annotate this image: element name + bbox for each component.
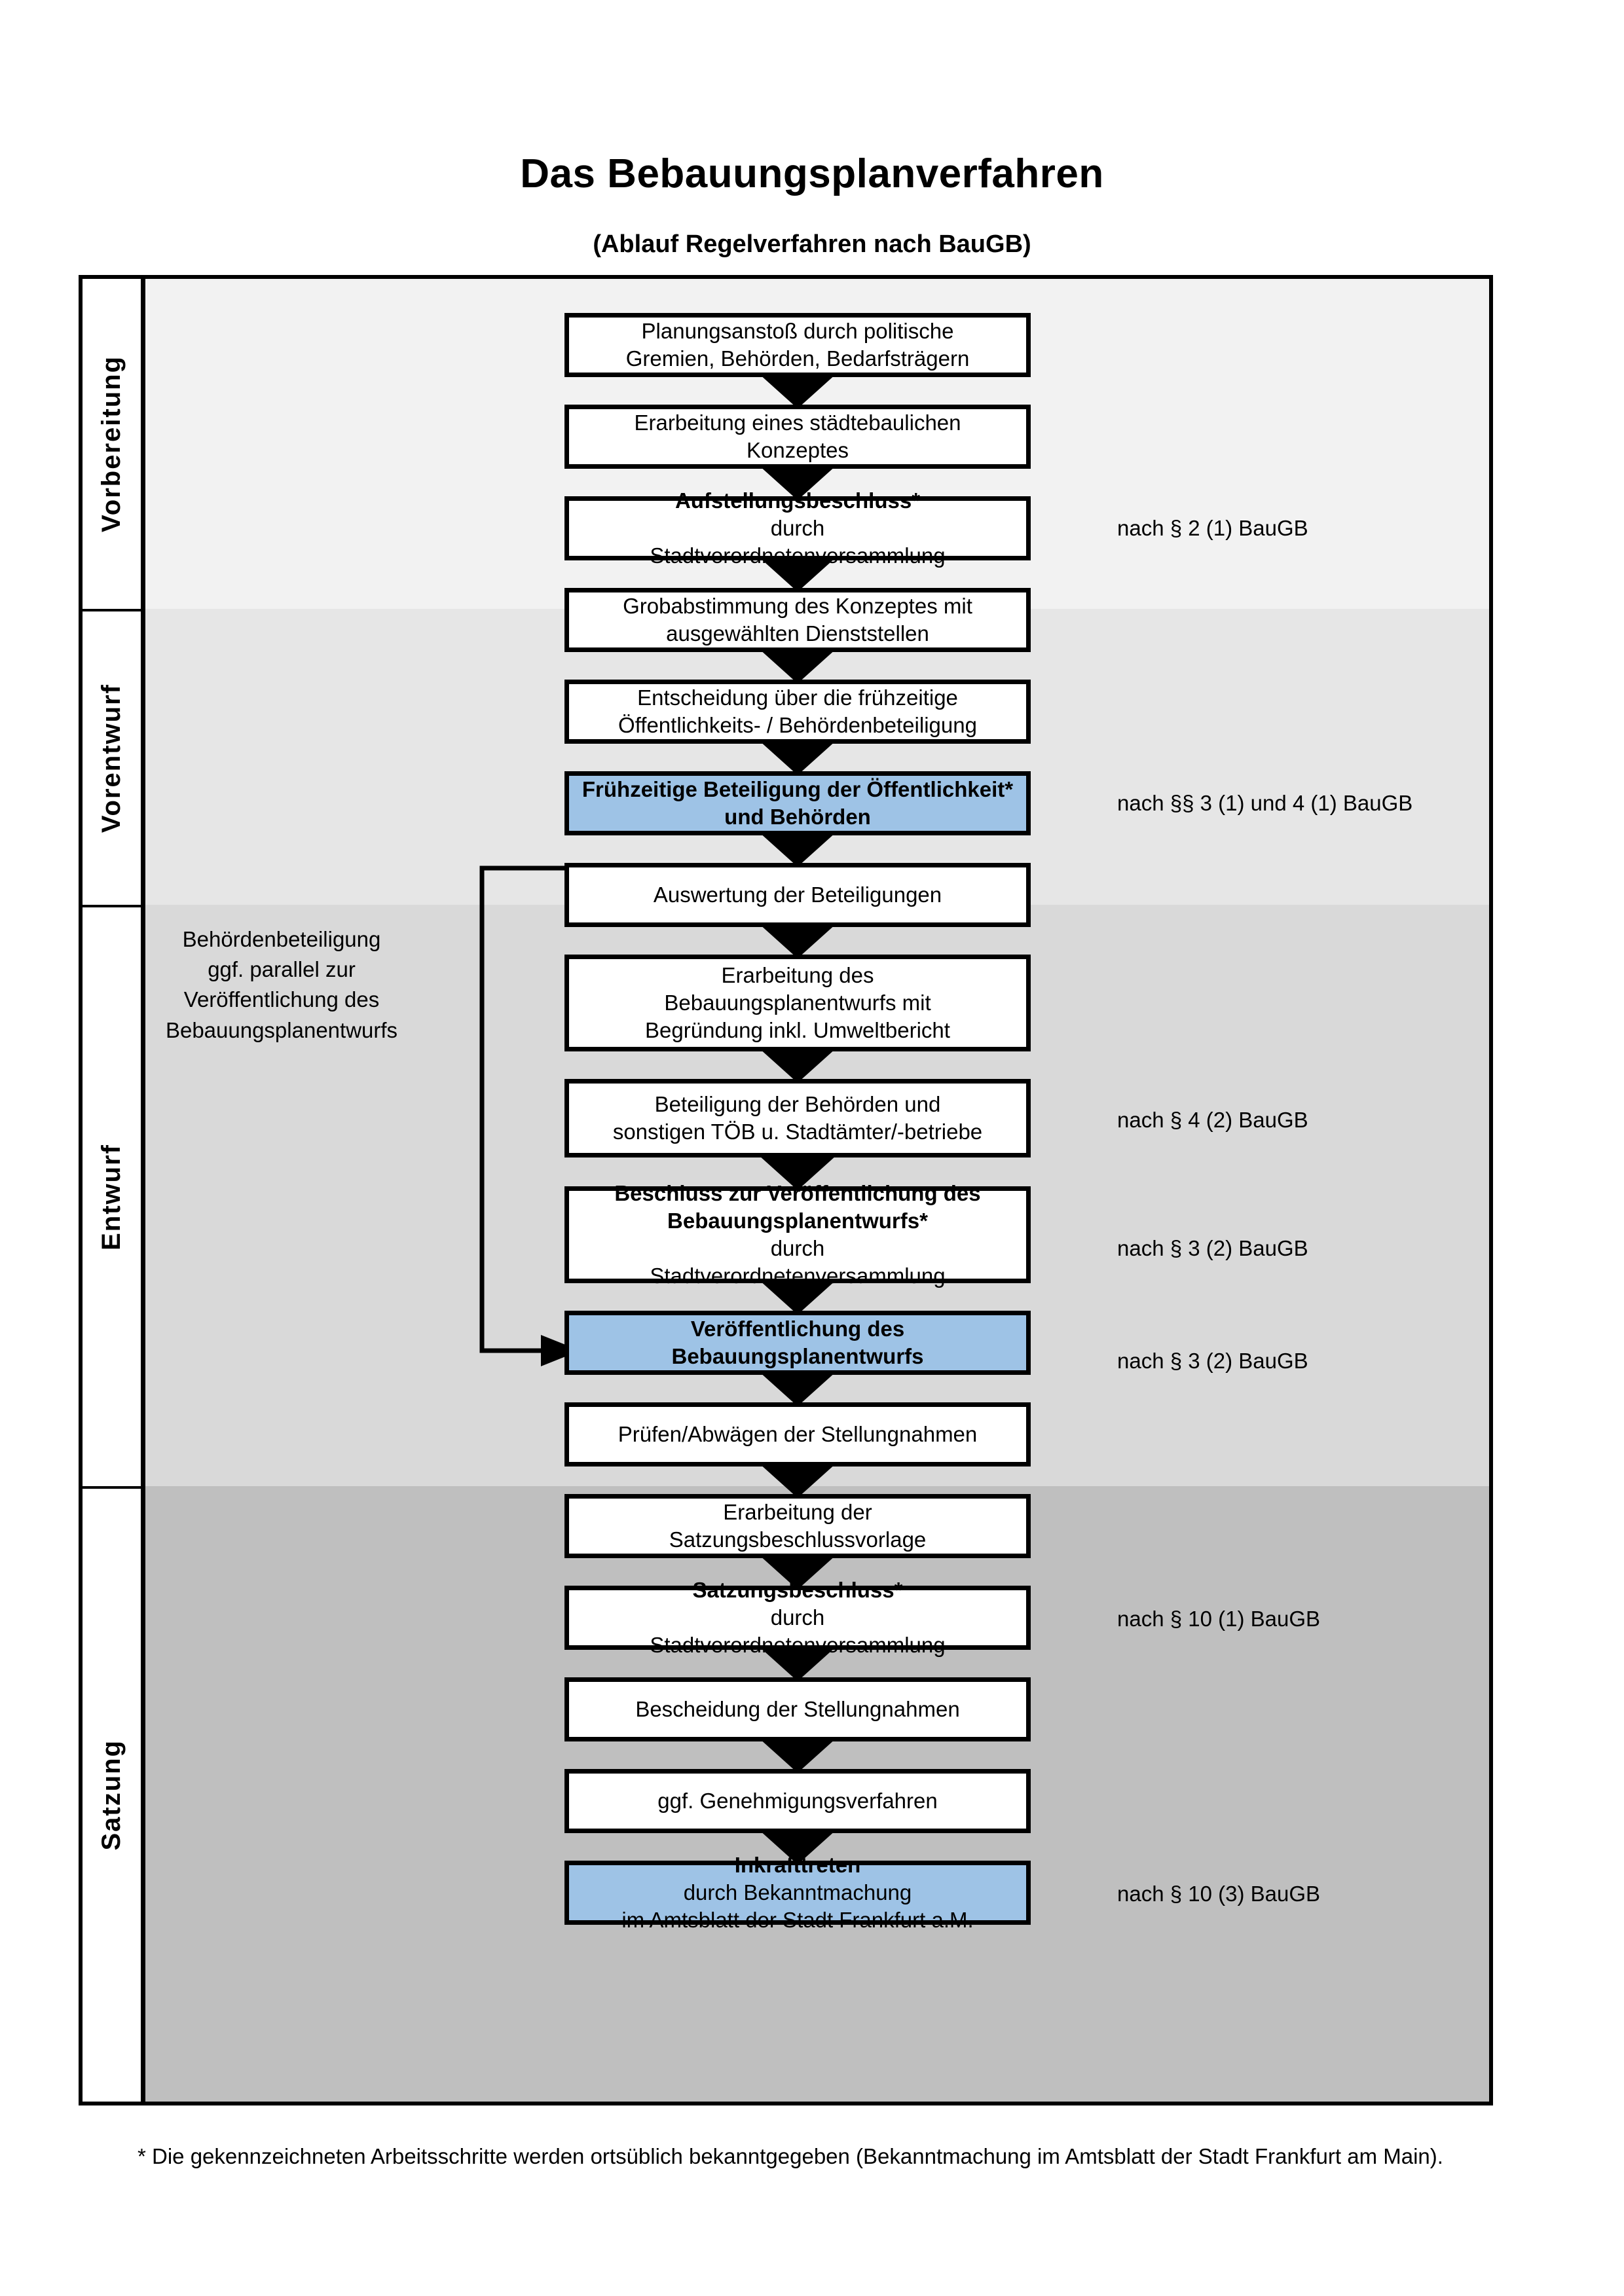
page-title: Das Bebauungsplanverfahren — [520, 151, 1104, 196]
step-line: Erarbeitung der — [723, 1499, 872, 1524]
step-grobabstimmung[interactable]: Grobabstimmung des Konzeptes mit ausgewä… — [564, 588, 1031, 652]
step-line: sonstigen TÖB u. Stadtämter/-betriebe — [612, 1120, 983, 1144]
phase-cell-vorentwurf: Vorentwurf — [83, 609, 141, 905]
step-line: Bebauungsplanentwurfs* durch — [614, 1207, 980, 1262]
step-auswertung-beteiligungen[interactable]: Auswertung der Beteiligungen — [564, 863, 1031, 927]
step-line: Öffentlichkeits- / Behördenbeteiligung — [618, 713, 977, 737]
phase-cell-vorbereitung: Vorbereitung — [83, 279, 141, 609]
step-line: im Amtsblatt der Stadt Frankfurt a.M. — [621, 1908, 974, 1933]
step-line: Satzungsbeschluss* durch — [650, 1576, 945, 1631]
step-line: Begründung inkl. Umweltbericht — [645, 1018, 950, 1043]
step-veroeffentlichung-entwurf[interactable]: Veröffentlichung des Bebauungsplanentwur… — [564, 1311, 1031, 1375]
legal-ref-par3-2-b: nach § 3 (2) BauGB — [1117, 1349, 1308, 1373]
step-beteiligung-behoerden-toeb[interactable]: Beteiligung der Behörden und sonstigen T… — [564, 1079, 1031, 1157]
step-line: ausgewählten Dienststellen — [666, 621, 929, 646]
step-line: Erarbeitung des — [721, 962, 874, 987]
side-note-line: Veröffentlichung des — [183, 987, 380, 1012]
phase-label-column: Vorbereitung Vorentwurf Entwurf Satzung — [83, 279, 145, 2102]
step-line: Bebauungsplanentwurfs mit — [664, 990, 931, 1015]
step-line: Aufstellungsbeschluss* durch — [650, 487, 945, 542]
legal-ref-par10-1: nach § 10 (1) BauGB — [1117, 1607, 1321, 1631]
step-emphasis: Beschluss zur Veröffentlichung des — [614, 1180, 981, 1205]
step-genehmigungsverfahren[interactable]: ggf. Genehmigungsverfahren — [564, 1769, 1031, 1833]
step-entscheidung-fruehzeitige-beteiligung[interactable]: Entscheidung über die frühzeitige Öffent… — [564, 680, 1031, 744]
step-aufstellungsbeschluss[interactable]: Aufstellungsbeschluss* durch Stadtverord… — [564, 488, 1031, 568]
flowchart-frame: Vorbereitung Vorentwurf Entwurf Satzung — [79, 275, 1493, 2105]
step-emphasis: Inkrafttreten — [734, 1852, 861, 1877]
step-bescheidung-stellungnahmen[interactable]: Bescheidung der Stellungnahmen — [564, 1677, 1031, 1741]
step-line-rest: durch — [770, 1236, 825, 1260]
step-emphasis: Aufstellungsbeschluss* — [674, 488, 921, 513]
step-line: Satzungsbeschlussvorlage — [669, 1527, 927, 1552]
step-emphasis: Öffentlichkeit* und Behörden — [724, 776, 1014, 829]
step-emphasis: Satzungsbeschluss* — [692, 1577, 903, 1602]
side-note-line: Bebauungsplanentwurfs — [165, 1017, 398, 1042]
legal-ref-par3-2-a: nach § 3 (2) BauGB — [1117, 1236, 1308, 1260]
step-line-rest: durch Bekanntmachung — [683, 1880, 912, 1904]
legal-ref-par3-1-4-1: nach §§ 3 (1) und 4 (1) BauGB — [1117, 791, 1413, 815]
step-staedtebauliches-konzept[interactable]: Erarbeitung eines städtebaulichen Konzep… — [564, 405, 1031, 469]
step-beschluss-veroeffentlichung[interactable]: Beschluss zur Veröffentlichung des Bebau… — [564, 1181, 1031, 1288]
legal-ref-par4-2: nach § 4 (2) BauGB — [1117, 1108, 1308, 1132]
side-note-line: ggf. parallel zur — [208, 957, 356, 982]
step-erarbeitung-satzungsbeschlussvorlage[interactable]: Erarbeitung der Satzungsbeschlussvorlage — [564, 1494, 1031, 1558]
step-erarbeitung-bebauungsplanentwurf[interactable]: Erarbeitung des Bebauungsplanentwurfs mi… — [564, 955, 1031, 1051]
step-line: Stadtverordnetenversammlung — [650, 543, 946, 568]
step-line: Grobabstimmung des Konzeptes mit — [623, 593, 972, 618]
step-line-rest: durch — [770, 515, 825, 540]
step-emphasis: Veröffentlichung des — [690, 1316, 905, 1341]
legal-ref-par10-3: nach § 10 (3) BauGB — [1117, 1882, 1321, 1906]
step-line: ggf. Genehmigungsverfahren — [657, 1788, 938, 1813]
step-satzungsbeschluss[interactable]: Satzungsbeschluss* durch Stadtverordnete… — [564, 1578, 1031, 1657]
step-line: Gremien, Behörden, Bedarfsträgern — [625, 346, 970, 371]
step-line: Beteiligung der Behörden und — [654, 1091, 941, 1116]
step-emphasis: Frühzeitige Beteiligung der — [581, 776, 861, 801]
step-line: Erarbeitung eines städtebaulichen — [634, 410, 961, 435]
step-line: Entscheidung über die frühzeitige — [637, 685, 958, 710]
step-line: Planungsanstoß durch politische — [641, 318, 954, 343]
step-line: Konzeptes — [747, 438, 849, 462]
side-note-line: Behördenbeteiligung — [182, 927, 381, 951]
phase-label-vorentwurf: Vorentwurf — [97, 683, 126, 833]
step-inkrafttreten[interactable]: Inkrafttreten durch Bekanntmachung im Am… — [564, 1853, 1031, 1932]
phase-label-entwurf: Entwurf — [97, 1143, 126, 1250]
step-emphasis: Bebauungsplanentwurfs — [671, 1344, 924, 1368]
step-line: Stadtverordnetenversammlung — [650, 1633, 946, 1658]
step-line: Bescheidung der Stellungnahmen — [635, 1696, 960, 1721]
step-line: Auswertung der Beteiligungen — [653, 882, 942, 907]
phase-cell-entwurf: Entwurf — [83, 905, 141, 1486]
phase-cell-satzung: Satzung — [83, 1486, 141, 2102]
phase-label-satzung: Satzung — [97, 1740, 126, 1851]
legal-ref-par2: nach § 2 (1) BauGB — [1117, 516, 1308, 540]
step-line: Stadtverordnetenversammlung — [650, 1264, 946, 1288]
footnote: * Die gekennzeichneten Arbeitsschritte w… — [138, 2144, 1443, 2168]
side-note-behoerdenbeteiligung: Behördenbeteiligung ggf. parallel zur Ve… — [111, 924, 452, 1046]
step-line: Prüfen/Abwägen der Stellungnahmen — [618, 1421, 978, 1446]
phase-label-vorbereitung: Vorbereitung — [97, 355, 126, 532]
page-subtitle: (Ablauf Regelverfahren nach BauGB) — [593, 230, 1031, 258]
step-planungsanstoss[interactable]: Planungsanstoß durch politische Gremien,… — [564, 313, 1031, 377]
step-line: Inkrafttreten durch Bekanntmachung — [621, 1851, 973, 1906]
step-fruehzeitige-beteiligung[interactable]: Frühzeitige Beteiligung der Öffentlichke… — [564, 771, 1031, 835]
step-line-rest: durch — [770, 1605, 825, 1630]
step-pruefen-abwaegen[interactable]: Prüfen/Abwägen der Stellungnahmen — [564, 1402, 1031, 1467]
step-emphasis: Bebauungsplanentwurfs* — [667, 1208, 928, 1233]
